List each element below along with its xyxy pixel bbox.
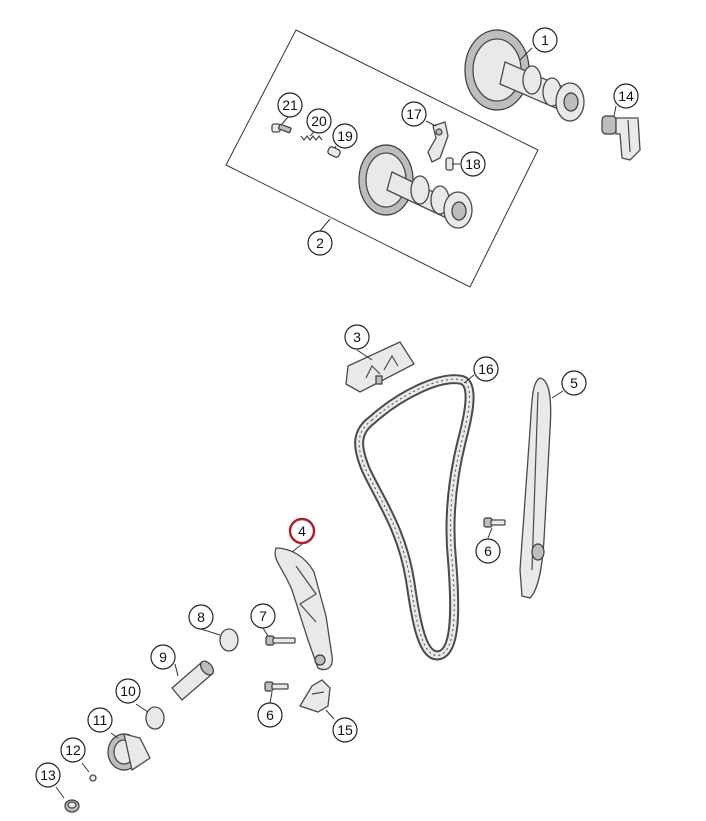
svg-text:10: 10	[120, 683, 136, 699]
spring[interactable]	[300, 135, 323, 141]
svg-text:1: 1	[541, 32, 549, 48]
plug-screw[interactable]	[64, 799, 80, 813]
callout-14[interactable]: 14	[613, 83, 639, 109]
callout-15[interactable]: 15	[332, 717, 358, 743]
callout-4[interactable]: 4	[288, 517, 316, 545]
exhaust-camshaft[interactable]	[464, 29, 585, 122]
callout-9[interactable]: 9	[150, 644, 176, 670]
callout-6-lower[interactable]: 6	[257, 702, 283, 728]
svg-text:20: 20	[311, 113, 327, 129]
tensioner-housing[interactable]	[107, 733, 151, 772]
callout-12[interactable]: 12	[60, 737, 86, 763]
bolt-lower[interactable]	[264, 681, 289, 692]
bolt-seven[interactable]	[265, 635, 296, 646]
washer-small[interactable]	[89, 774, 97, 782]
svg-text:13: 13	[40, 767, 56, 783]
tensioner-rail[interactable]	[274, 547, 333, 671]
guide-rail-upper[interactable]	[345, 341, 415, 393]
screw[interactable]	[271, 123, 292, 134]
callout-11[interactable]: 11	[87, 707, 113, 733]
svg-text:21: 21	[282, 97, 298, 113]
svg-text:15: 15	[337, 722, 353, 738]
svg-text:9: 9	[159, 649, 167, 665]
svg-text:12: 12	[65, 742, 81, 758]
guide-rail-right[interactable]	[519, 377, 552, 599]
svg-text:19: 19	[337, 128, 353, 144]
callout-10[interactable]: 10	[115, 678, 141, 704]
bolt-upper[interactable]	[483, 517, 506, 528]
callout-21[interactable]: 21	[277, 92, 303, 118]
svg-text:14: 14	[618, 88, 634, 104]
svg-text:4: 4	[298, 523, 306, 539]
o-ring-medium[interactable]	[145, 706, 165, 730]
svg-text:6: 6	[266, 707, 274, 723]
callout-1[interactable]: 1	[532, 27, 558, 53]
svg-text:6: 6	[484, 543, 492, 559]
camshaft-kit-frame	[225, 29, 539, 288]
callout-19[interactable]: 19	[332, 123, 358, 149]
callout-17[interactable]: 17	[401, 101, 427, 127]
svg-text:16: 16	[478, 361, 494, 377]
svg-text:17: 17	[406, 106, 422, 122]
svg-text:8: 8	[197, 609, 205, 625]
svg-text:5: 5	[570, 375, 578, 391]
callout-13[interactable]: 13	[35, 762, 61, 788]
svg-text:11: 11	[93, 712, 108, 728]
callout-8[interactable]: 8	[188, 604, 214, 630]
callout-18[interactable]: 18	[460, 151, 486, 177]
decompression-part[interactable]	[601, 115, 641, 161]
svg-text:3: 3	[353, 329, 361, 345]
decompression-lever[interactable]	[427, 121, 449, 163]
tensioner-plunger[interactable]	[171, 659, 216, 701]
callout-6-upper[interactable]: 6	[475, 538, 501, 564]
callout-2[interactable]: 2	[307, 230, 333, 256]
pin-small[interactable]	[327, 146, 341, 158]
callout-16[interactable]: 16	[473, 356, 499, 382]
callout-5[interactable]: 5	[561, 370, 587, 396]
callout-7[interactable]: 7	[250, 603, 276, 629]
callout-3[interactable]: 3	[344, 324, 370, 350]
svg-text:2: 2	[316, 235, 324, 251]
tensioner-guide[interactable]	[299, 679, 331, 713]
callout-20[interactable]: 20	[306, 108, 332, 134]
pin[interactable]	[445, 157, 454, 171]
svg-text:7: 7	[259, 608, 267, 624]
svg-text:18: 18	[465, 156, 481, 172]
leader-lines	[55, 47, 617, 799]
o-ring-large[interactable]	[219, 628, 239, 652]
intake-camshaft[interactable]	[358, 144, 473, 229]
timing-chain[interactable]	[354, 374, 475, 661]
